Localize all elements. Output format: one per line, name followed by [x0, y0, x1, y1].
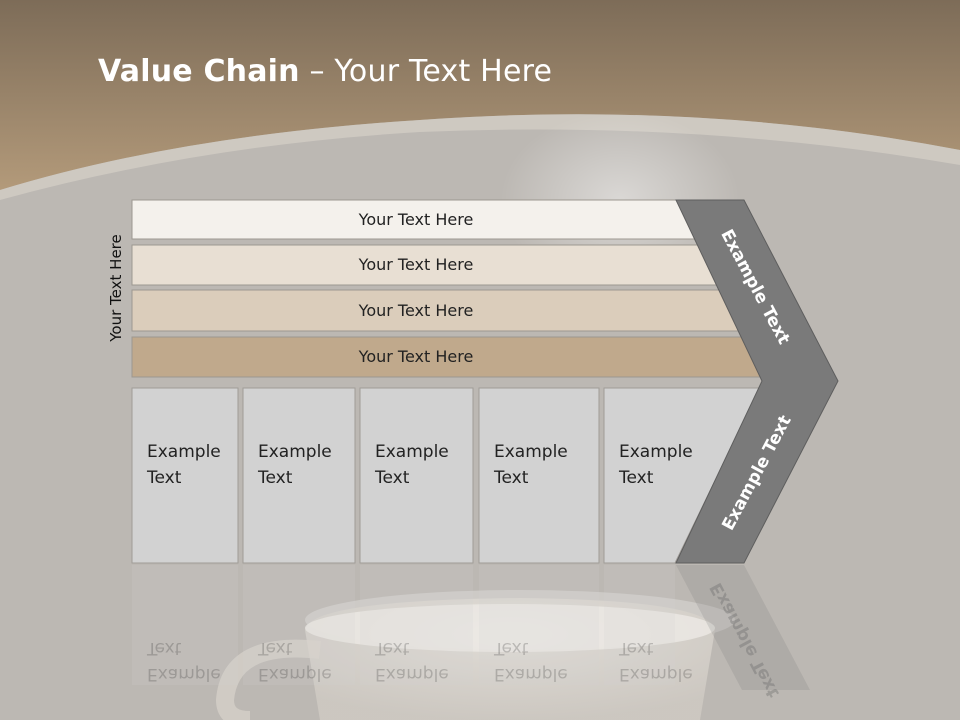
primary-box-reflection [132, 565, 238, 685]
primary-box-2 [242, 387, 356, 564]
primary-box-4 [478, 387, 600, 564]
title-bold: Value Chain [98, 54, 300, 89]
primary-box-label-reflection: Example Text [258, 638, 332, 684]
primary-box-label-reflection: Example Text [619, 638, 693, 684]
support-row-label: Your Text Here [358, 347, 474, 366]
margin-chevron-reflection [676, 565, 810, 690]
header-swoosh [0, 114, 960, 200]
cup-handle [215, 639, 321, 720]
primary-box-label-reflection: Example Text [147, 638, 221, 684]
support-row-label: Your Text Here [358, 209, 474, 229]
header-band [0, 0, 960, 190]
primary-box-label: Example Text [258, 442, 332, 488]
support-row-label: Your Text Here [358, 255, 474, 274]
primary-box-reflection [479, 565, 599, 685]
primary-box-reflection [243, 565, 355, 685]
primary-box-3 [359, 387, 474, 564]
primary-box-label: Example Text [375, 442, 449, 488]
margin-chevron [675, 199, 839, 564]
cup-rim [305, 604, 715, 652]
primary-box-label-reflection: Example Text [494, 638, 568, 684]
primary-box-5 [603, 387, 761, 564]
primary-box-1 [131, 387, 239, 564]
title-rest: – Your Text Here [299, 54, 553, 89]
support-row-label: Your Text Here [358, 300, 474, 320]
primary-box-label-reflection: Example Text [375, 638, 449, 684]
primary-box-label: Example Text [494, 442, 568, 488]
primary-box-label: Example Text [619, 442, 693, 488]
primary-box-reflection [604, 565, 675, 685]
slide-title: Value Chain – Your Text Here [98, 54, 552, 89]
primary-box-label: Example Text [147, 442, 221, 488]
primary-box-reflection [360, 565, 473, 685]
